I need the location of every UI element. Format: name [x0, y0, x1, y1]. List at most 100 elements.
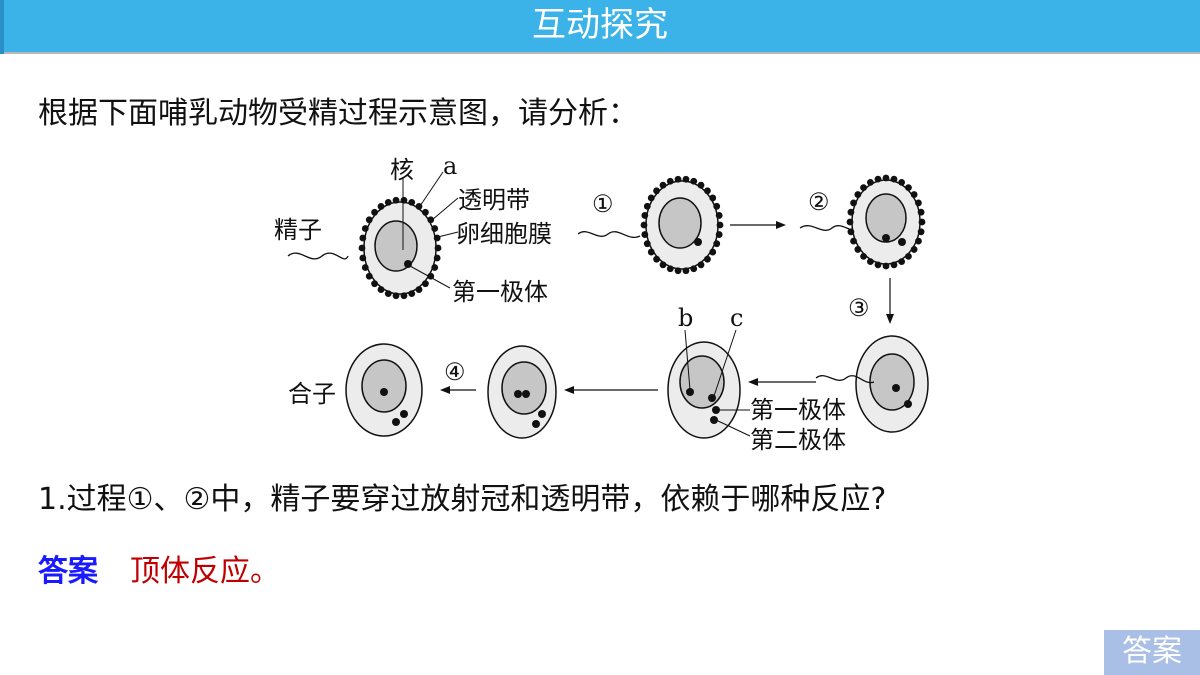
corona-dot — [647, 248, 655, 256]
corona-dot — [666, 177, 674, 185]
corona-dot — [874, 261, 882, 269]
corona-dot — [400, 196, 408, 204]
cell-5: b c 第一极体 第二极体 — [667, 304, 846, 454]
corona-dot — [905, 184, 912, 191]
cell-2 — [640, 175, 724, 275]
corona-dot — [653, 255, 660, 263]
corona-dot — [690, 177, 698, 185]
answer-text: 顶体反应。 — [130, 554, 280, 589]
corona-dot — [704, 187, 711, 195]
corona-dot — [860, 184, 867, 191]
corona-dot — [666, 265, 674, 273]
corona-dot — [910, 246, 918, 253]
corona-dot — [640, 221, 648, 229]
corona-dot — [847, 228, 855, 236]
cell-4 — [815, 335, 929, 433]
corona-dot — [422, 208, 429, 216]
corona-dot — [408, 290, 416, 298]
corona-dot — [641, 212, 649, 219]
corona-dot — [434, 244, 442, 252]
corona-dot — [365, 216, 373, 224]
corona-dot — [898, 178, 906, 186]
corona-dot — [882, 174, 890, 182]
corona-dot — [415, 286, 423, 293]
label-b: b — [678, 304, 693, 332]
corona-dot — [371, 280, 378, 288]
corona-dot — [371, 208, 378, 216]
corona-dot — [427, 216, 435, 224]
answer-label: 答案 — [38, 554, 98, 589]
corona-dot — [890, 261, 898, 269]
corona-dot — [433, 254, 441, 262]
answer-button[interactable]: 答案 — [1104, 630, 1200, 675]
label-first-polar-body: 第一极体 — [452, 278, 548, 306]
corona-dot — [917, 228, 925, 236]
header-bar: 互动探究 — [0, 0, 1200, 54]
corona-dot — [874, 175, 882, 183]
corona-dot — [713, 202, 721, 210]
corona-dot — [674, 267, 682, 275]
label-oocyte-membrane: 卵细胞膜 — [456, 220, 552, 248]
corona-dot — [697, 261, 705, 269]
corona-dot — [641, 231, 649, 238]
answer-row: 答案顶体反应。 — [38, 546, 280, 590]
corona-dot — [697, 181, 705, 189]
corona-dot — [713, 240, 721, 248]
corona-dot — [910, 191, 918, 198]
corona-dot — [659, 181, 667, 189]
corona-dot — [847, 208, 855, 216]
cell-6 — [487, 345, 557, 439]
corona-dot — [647, 194, 655, 202]
question-intro: 根据下面哺乳动物受精过程示意图，请分析： — [38, 96, 638, 131]
corona-dot — [918, 218, 926, 226]
corona-dot — [860, 253, 867, 260]
corona-dot — [854, 191, 862, 198]
corona-dot — [890, 175, 898, 183]
header-edge — [0, 0, 4, 54]
corona-dot — [653, 187, 660, 195]
corona-dot — [915, 237, 922, 245]
cell-2-corona-dots — [640, 175, 724, 275]
label-step-3: ③ — [848, 294, 870, 322]
corona-dot — [361, 264, 369, 271]
corona-dot — [866, 178, 874, 186]
corona-dot — [384, 198, 392, 206]
corona-dot — [408, 198, 416, 206]
label-nucleus: 核 — [390, 156, 414, 184]
label-zona-pellucida: 透明带 — [458, 186, 530, 214]
corona-dot — [377, 203, 385, 210]
corona-dot — [850, 199, 857, 207]
corona-dot — [392, 292, 400, 300]
fertilization-diagram: 核 a 透明带 精子 卵细胞膜 第一极体 ① ② ③ — [274, 152, 929, 454]
corona-dot — [882, 262, 890, 270]
corona-dot — [898, 258, 906, 266]
corona-dot — [682, 175, 690, 183]
corona-dot — [709, 194, 717, 202]
corona-dot — [643, 240, 651, 248]
question-1: 1.过程①、②中，精子要穿过放射冠和透明带，依赖于哪种反应? — [38, 482, 887, 517]
cell-1: 核 a 透明带 精子 卵细胞膜 第一极体 — [274, 152, 552, 306]
label-step-2: ② — [808, 188, 830, 216]
corona-dot — [361, 225, 369, 232]
corona-dot — [866, 258, 874, 266]
label-step-4: ④ — [444, 358, 466, 386]
corona-dot — [392, 196, 400, 204]
corona-dot — [431, 264, 439, 271]
corona-dot — [715, 231, 723, 238]
corona-dot — [917, 208, 925, 216]
label-a: a — [443, 152, 457, 180]
corona-dot — [905, 253, 912, 260]
cell-1-corona-dots — [358, 196, 442, 300]
corona-dot — [674, 175, 682, 183]
label-sperm: 精子 — [274, 216, 322, 244]
corona-dot — [384, 290, 392, 298]
label-second-polar-body: 第二极体 — [750, 426, 846, 454]
label-step-1: ① — [592, 190, 614, 218]
corona-dot — [850, 237, 857, 245]
label-c: c — [730, 304, 743, 332]
corona-dot — [359, 234, 367, 242]
corona-dot — [690, 265, 698, 273]
corona-dot — [659, 261, 667, 269]
label-zygote: 合子 — [288, 380, 336, 408]
corona-dot — [431, 225, 439, 232]
